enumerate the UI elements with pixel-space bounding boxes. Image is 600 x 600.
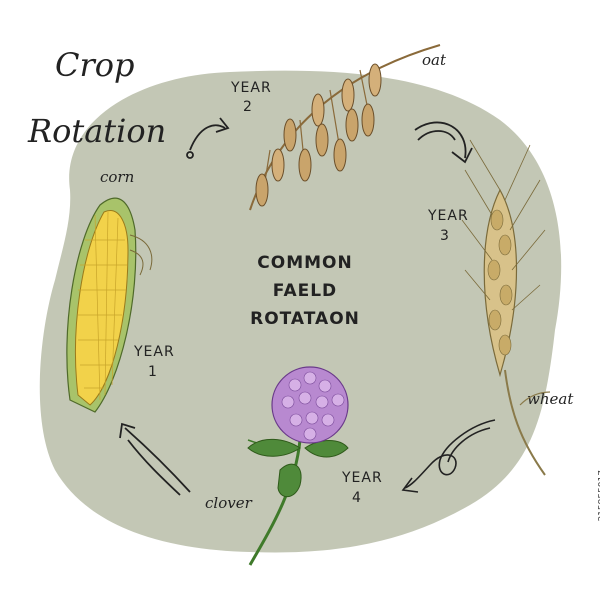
- oat-label: oat: [422, 51, 447, 69]
- clover-label: clover: [205, 494, 253, 512]
- wheat-label: wheat: [527, 390, 574, 408]
- arrow-corn-to-oat-icon: [186, 117, 230, 159]
- center-line3: ROTATAON: [250, 309, 360, 329]
- corn-cob-illustration: [66, 197, 153, 413]
- year1-label: YEAR: [133, 344, 175, 360]
- year3-num: 3: [440, 228, 450, 244]
- year2-num: 2: [243, 99, 253, 115]
- wheat-plant-illustration: [461, 139, 551, 476]
- arrow-clover-to-corn-icon: [119, 422, 191, 496]
- corn-label: corn: [100, 168, 134, 186]
- arrow-wheat-to-clover-icon: [401, 419, 496, 493]
- arrow-oat-to-wheat-icon: [414, 121, 473, 164]
- year2-label: YEAR: [230, 80, 272, 96]
- year4-label: YEAR: [341, 470, 383, 486]
- clover-flower-illustration: [247, 366, 349, 566]
- title-line1: Crop: [55, 46, 135, 84]
- title-line2: Rotation: [27, 112, 166, 150]
- year3-label: YEAR: [427, 208, 469, 224]
- year4-num: 4: [352, 490, 362, 506]
- center-line2: FAELD: [273, 281, 337, 301]
- center-line1: COMMON: [257, 253, 352, 273]
- oat-plant-illustration: [249, 44, 441, 211]
- year1-num: 1: [148, 364, 158, 380]
- background-blob: [39, 70, 562, 553]
